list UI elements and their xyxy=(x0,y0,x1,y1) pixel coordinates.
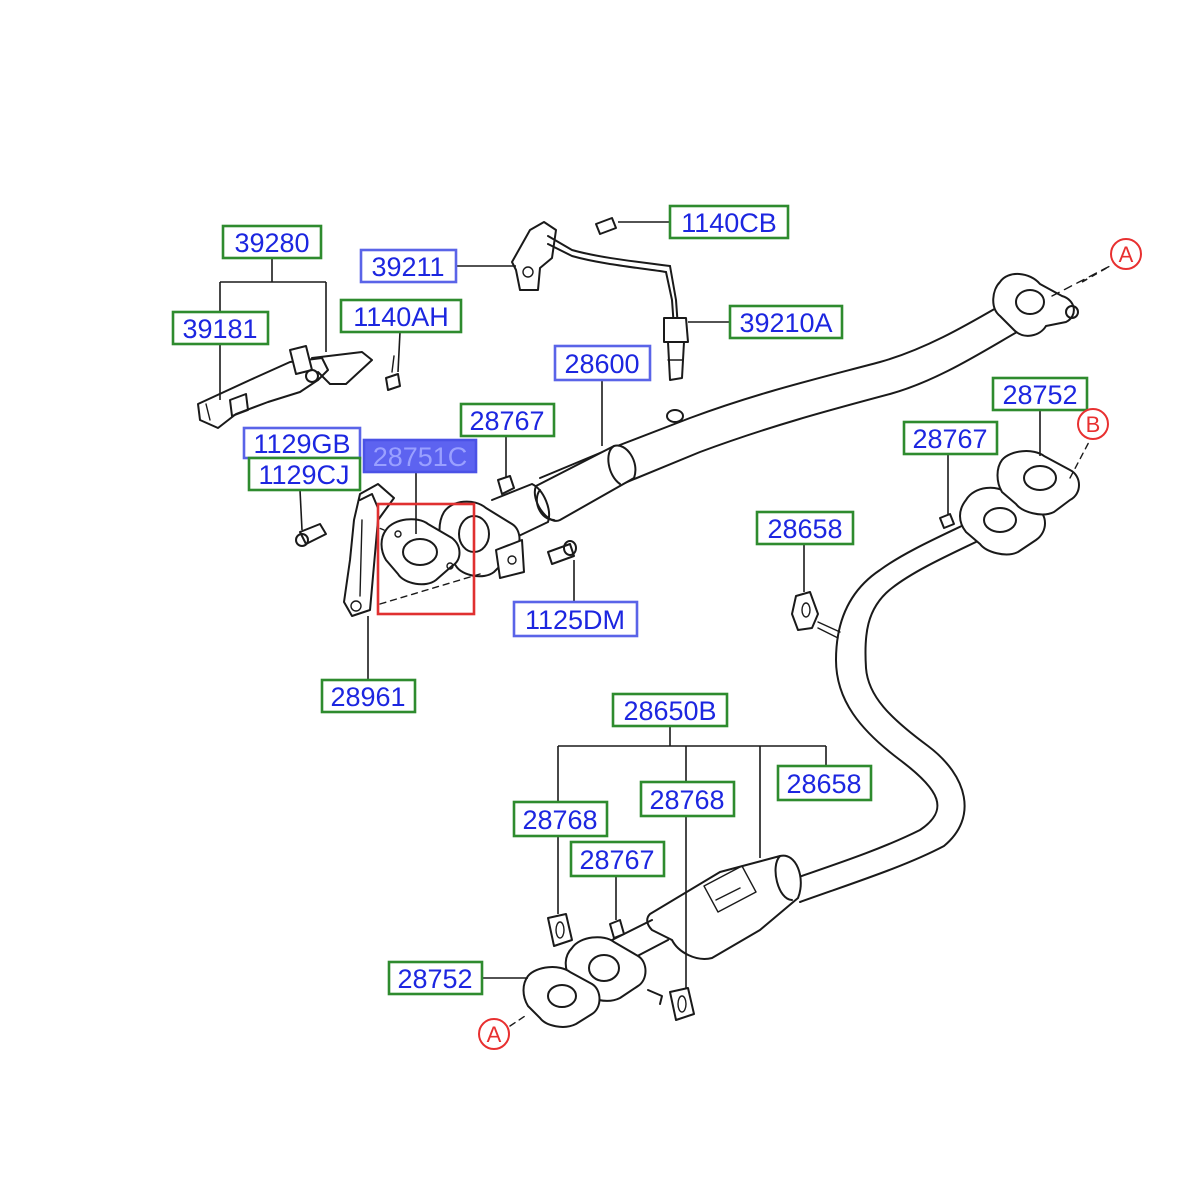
svg-text:28600: 28600 xyxy=(564,349,639,379)
heat-protector xyxy=(343,483,395,617)
part-label-28768-left[interactable]: 28768 xyxy=(512,800,609,838)
part-label-28767-right[interactable]: 28767 xyxy=(902,420,999,456)
exhaust-drawing xyxy=(197,217,1111,1028)
svg-text:28752: 28752 xyxy=(1002,380,1077,410)
svg-text:28767: 28767 xyxy=(579,845,654,875)
part-label-1129GB[interactable]: 1129GB xyxy=(242,426,362,460)
part-label-1140AH[interactable]: 1140AH xyxy=(339,298,463,334)
svg-text:1140AH: 1140AH xyxy=(353,302,449,332)
bracket-39181 xyxy=(197,345,373,429)
marker-a-bottom: A xyxy=(478,1018,510,1050)
svg-text:A: A xyxy=(487,1022,502,1047)
part-label-28768-mid[interactable]: 28768 xyxy=(639,780,736,818)
part-label-28961[interactable]: 28961 xyxy=(320,678,417,714)
svg-text:1140CB: 1140CB xyxy=(681,208,777,238)
part-label-28600[interactable]: 28600 xyxy=(553,344,652,382)
part-label-28658-low[interactable]: 28658 xyxy=(776,764,873,802)
svg-text:39280: 39280 xyxy=(234,228,309,258)
svg-text:28768: 28768 xyxy=(649,785,724,815)
svg-text:28658: 28658 xyxy=(767,514,842,544)
svg-text:39210A: 39210A xyxy=(739,308,832,338)
svg-text:1129CJ: 1129CJ xyxy=(258,460,349,490)
rear-catalyst xyxy=(509,854,802,1028)
svg-text:B: B xyxy=(1086,412,1101,437)
part-label-1125DM[interactable]: 1125DM xyxy=(512,600,639,638)
part-label-1129CJ[interactable]: 1129CJ xyxy=(247,456,362,492)
part-label-39210A[interactable]: 39210A xyxy=(728,304,844,340)
part-label-28658-mid[interactable]: 28658 xyxy=(755,510,855,546)
part-label-28752-right[interactable]: 28752 xyxy=(991,376,1089,412)
marker-b-right: B xyxy=(1077,408,1109,440)
part-label-28751C[interactable]: 28751C xyxy=(362,438,478,474)
part-label-28767-low[interactable]: 28767 xyxy=(569,840,666,878)
part-label-28752-low[interactable]: 28752 xyxy=(387,960,484,996)
part-label-39280[interactable]: 39280 xyxy=(221,224,323,260)
part-label-28650B[interactable]: 28650B xyxy=(611,692,729,728)
svg-text:28658: 28658 xyxy=(786,769,861,799)
part-label-1140CB[interactable]: 1140CB xyxy=(668,204,790,240)
part-label-39181[interactable]: 39181 xyxy=(171,310,270,346)
svg-text:28767: 28767 xyxy=(912,424,987,454)
bolt-1129cj xyxy=(295,523,327,547)
part-label-39211[interactable]: 39211 xyxy=(359,248,458,284)
connection-markers: A B A xyxy=(478,238,1142,1050)
svg-text:28961: 28961 xyxy=(330,682,405,712)
svg-text:28751C: 28751C xyxy=(373,442,468,472)
manifold-flange xyxy=(359,500,525,605)
marker-a-top: A xyxy=(1110,238,1142,270)
part-labels: 39280 39211 1140CB 39181 1140AH 39210A 2… xyxy=(171,204,1089,996)
svg-text:1125DM: 1125DM xyxy=(525,605,625,635)
svg-text:39211: 39211 xyxy=(371,252,444,282)
hanger-28658-mid xyxy=(791,591,841,639)
leader-lines xyxy=(219,221,1111,988)
svg-text:1129GB: 1129GB xyxy=(253,429,350,459)
front-pipe xyxy=(491,265,1111,543)
svg-text:28767: 28767 xyxy=(469,406,544,436)
center-pipe xyxy=(789,439,1091,903)
bolt-1140cb xyxy=(595,217,617,235)
selected-part-highlight xyxy=(376,502,476,616)
svg-text:A: A xyxy=(1119,242,1134,267)
svg-text:28768: 28768 xyxy=(522,805,597,835)
svg-text:28650B: 28650B xyxy=(623,696,716,726)
bolt-1125dm xyxy=(547,540,577,565)
bolt-1140ah xyxy=(385,355,401,391)
svg-text:39181: 39181 xyxy=(182,314,257,344)
svg-text:28752: 28752 xyxy=(397,964,472,994)
oxygen-sensor xyxy=(511,221,689,381)
part-label-28767-top[interactable]: 28767 xyxy=(459,402,556,438)
